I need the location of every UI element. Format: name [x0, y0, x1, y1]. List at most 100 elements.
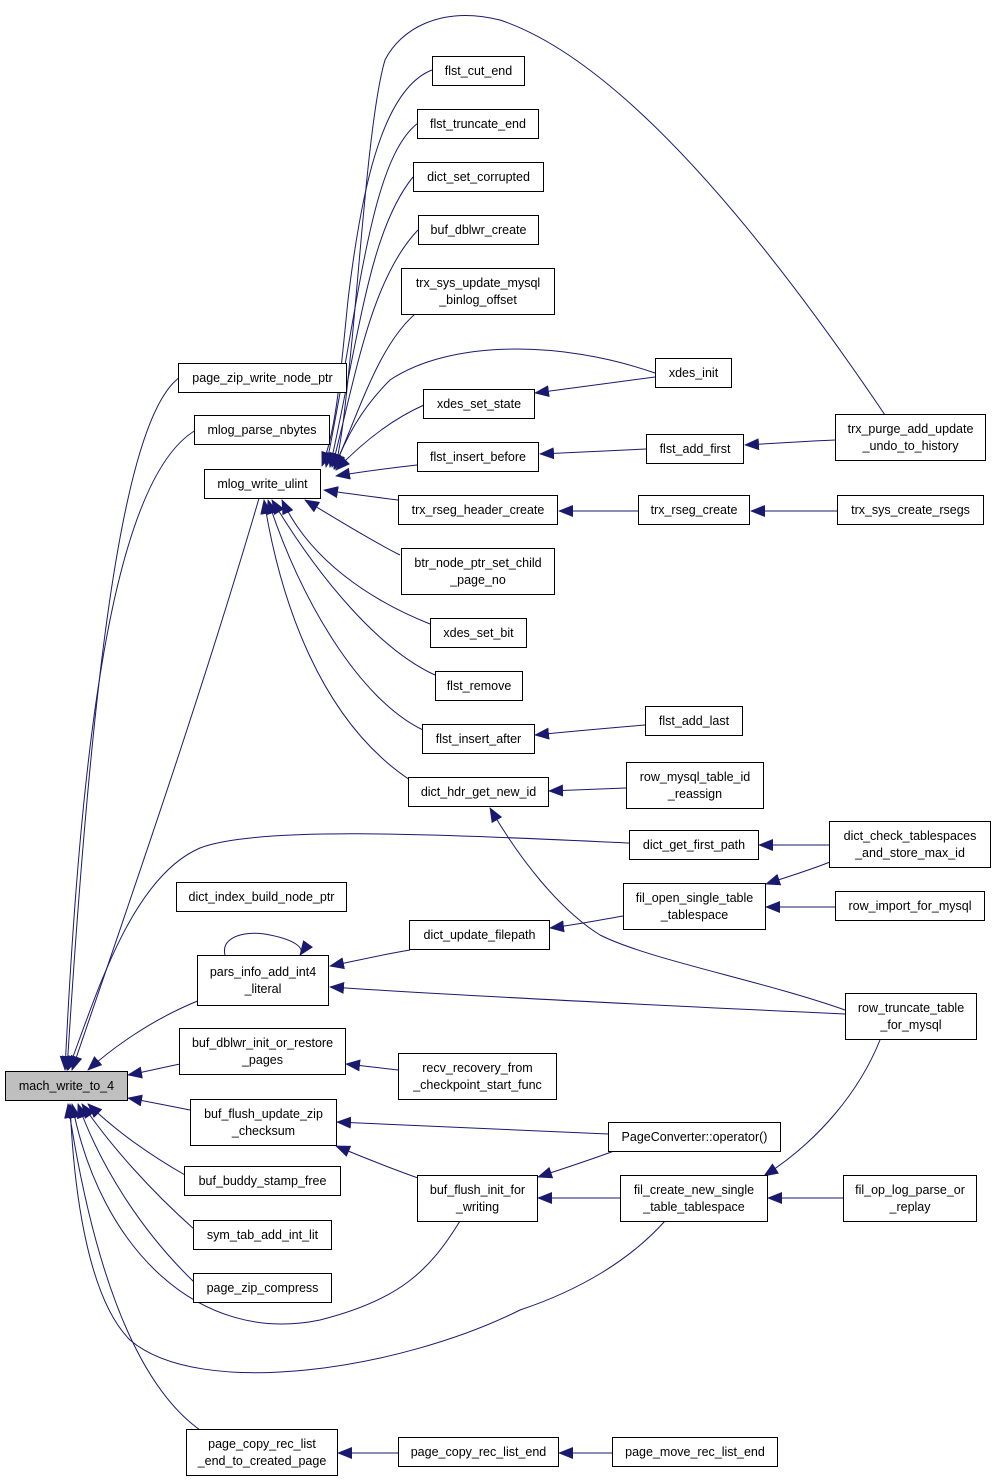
node-flst_add_last[interactable]: flst_add_last: [645, 706, 743, 736]
node-sym_tab_add_int_lit[interactable]: sym_tab_add_int_lit: [193, 1220, 332, 1250]
node-label-line2: _literal: [244, 981, 282, 996]
edge-recv_recovery-to-buf_dblwr_init: [345, 1059, 399, 1072]
node-label: dict_set_corrupted: [427, 169, 530, 184]
edge-flst_remove: [271, 499, 436, 676]
node-row_import_for_mysql[interactable]: row_import_for_mysql: [835, 891, 985, 921]
node-label: row_import_for_mysql: [848, 898, 972, 913]
edge-buf_dblwr_create: [329, 229, 419, 468]
node-page_move_rec_list_end[interactable]: page_move_rec_list_end: [612, 1437, 778, 1467]
node-dict_check_tablespaces[interactable]: dict_check_tablespaces_and_store_max_id: [829, 821, 991, 868]
edge-buf_flush_init_for: [68, 1103, 461, 1325]
node-label: PageConverter::operator(): [621, 1129, 768, 1144]
edge-mlog_parse_nbytes: [59, 429, 197, 1071]
node-flst_truncate_end[interactable]: flst_truncate_end: [417, 109, 539, 139]
node-pars_info_add_int4[interactable]: pars_info_add_int4 _literal: [197, 955, 329, 1006]
node-row_mysql_table_id[interactable]: row_mysql_table_id_reassign: [626, 762, 764, 809]
node-xdes_init[interactable]: xdes_init: [655, 358, 732, 388]
node-label: trx_rseg_create: [650, 502, 738, 517]
node-buf_dblwr_init_or_restore[interactable]: buf_dblwr_init_or_restore_pages: [179, 1028, 346, 1075]
edge-row_truncate-to-dict_hdr: [489, 807, 846, 1011]
node-page_converter_operator[interactable]: PageConverter::operator(): [608, 1122, 781, 1152]
node-label: flst_add_last: [658, 713, 730, 728]
edge-fil_create_new_single: [64, 1103, 666, 1374]
node-dict_update_filepath[interactable]: dict_update_filepath: [409, 920, 550, 950]
node-buf_flush_update_zip[interactable]: buf_flush_update_zip_checksum: [190, 1099, 337, 1146]
edge-flst_insert_after: [266, 499, 424, 731]
node-label: buf_dblwr_create: [430, 222, 527, 237]
node-trx_purge_add_update[interactable]: trx_purge_add_update_undo_to_history: [835, 414, 986, 461]
node-trx_rseg_create[interactable]: trx_rseg_create: [638, 495, 750, 525]
edge-xdes_set_state: [335, 404, 425, 471]
node-label: dict_get_first_path: [642, 837, 746, 852]
node-trx_sys_update_mysql[interactable]: trx_sys_update_mysql_binlog_offset: [401, 268, 555, 315]
node-label: page_zip_write_node_ptr: [192, 370, 333, 385]
edge-buf_buddy_stamp_free: [87, 1103, 186, 1176]
node-btr_node_ptr_set_child[interactable]: btr_node_ptr_set_child_page_no: [401, 548, 555, 595]
node-page_zip_write_node_ptr[interactable]: page_zip_write_node_ptr: [178, 363, 347, 393]
node-label-line1: buf_flush_init_for: [429, 1182, 526, 1197]
node-label: xdes_set_bit: [443, 625, 514, 640]
edge-row_mysql_table_id-to-dict_hdr: [548, 784, 627, 797]
node-label: page_zip_compress: [206, 1280, 319, 1295]
node-page_copy_rec_list_end[interactable]: page_copy_rec_list_end: [398, 1437, 559, 1467]
node-label-line1: buf_flush_update_zip: [204, 1106, 323, 1121]
node-fil_open_single_table[interactable]: fil_open_single_table_tablespace: [623, 883, 766, 930]
node-page_zip_compress[interactable]: page_zip_compress: [193, 1273, 332, 1303]
node-label-line1: btr_node_ptr_set_child: [414, 555, 542, 570]
node-label: flst_insert_before: [430, 449, 526, 464]
node-buf_buddy_stamp_free[interactable]: buf_buddy_stamp_free: [184, 1166, 341, 1196]
node-page_copy_rec_list_end_to[interactable]: page_copy_rec_list_end_to_created_page: [186, 1429, 338, 1476]
node-flst_insert_before[interactable]: flst_insert_before: [417, 442, 539, 472]
node-fil_op_log_parse_or[interactable]: fil_op_log_parse_or_replay: [843, 1175, 977, 1222]
node-row_truncate_table[interactable]: row_truncate_table_for_mysql: [845, 993, 977, 1040]
node-dict_index_build_node_ptr[interactable]: dict_index_build_node_ptr: [176, 882, 347, 912]
edge-pars_info_add_int4: [87, 999, 201, 1071]
node-flst_add_first[interactable]: flst_add_first: [646, 434, 744, 464]
node-label-line2: _tablespace: [660, 907, 729, 922]
node-flst_remove[interactable]: flst_remove: [435, 671, 523, 701]
node-flst_cut_end[interactable]: flst_cut_end: [432, 56, 525, 86]
node-dict_hdr_get_new_id[interactable]: dict_hdr_get_new_id: [408, 777, 549, 807]
node-buf_dblwr_create[interactable]: buf_dblwr_create: [418, 215, 539, 245]
node-label-line1: pars_info_add_int4: [209, 964, 317, 979]
node-label: mlog_parse_nbytes: [207, 422, 317, 437]
edge-mlog_write_ulint: [70, 494, 261, 1071]
node-label: page_copy_rec_list_end: [410, 1444, 547, 1459]
node-label: mach_write_to_4: [18, 1078, 115, 1093]
node-mach_write_to_4: mach_write_to_4: [5, 1071, 128, 1101]
node-label: trx_sys_create_rsegs: [851, 502, 970, 517]
node-recv_recovery_from[interactable]: recv_recovery_from_checkpoint_start_func: [398, 1053, 557, 1100]
node-label: dict_hdr_get_new_id: [420, 784, 537, 799]
edge-page_copy_rec_list_end_to: [64, 1103, 201, 1431]
node-label: page_move_rec_list_end: [625, 1444, 765, 1459]
node-flst_insert_after[interactable]: flst_insert_after: [422, 724, 535, 754]
node-buf_flush_init_for[interactable]: buf_flush_init_for_writing: [417, 1175, 538, 1222]
node-label: flst_cut_end: [444, 63, 513, 78]
node-mlog_parse_nbytes[interactable]: mlog_parse_nbytes: [194, 415, 330, 445]
node-fil_create_new_single[interactable]: fil_create_new_single_table_tablespace: [620, 1175, 768, 1222]
node-label-line2: _for_mysql: [880, 1017, 942, 1032]
node-dict_get_first_path[interactable]: dict_get_first_path: [629, 830, 759, 860]
node-label-line2: _pages: [241, 1052, 283, 1067]
node-label: sym_tab_add_int_lit: [206, 1227, 319, 1242]
node-dict_set_corrupted[interactable]: dict_set_corrupted: [413, 162, 544, 192]
node-label-line2: _table_tablespace: [643, 1199, 745, 1214]
node-xdes_set_state[interactable]: xdes_set_state: [423, 389, 535, 419]
node-mlog_write_ulint[interactable]: mlog_write_ulint: [204, 469, 321, 499]
node-label-line1: recv_recovery_from: [422, 1060, 533, 1075]
node-label: dict_index_build_node_ptr: [188, 889, 335, 904]
edge-page_zip_write_node_ptr: [61, 376, 181, 1071]
node-xdes_set_bit[interactable]: xdes_set_bit: [430, 618, 527, 648]
edge-trx_purge_add_update: [332, 15, 886, 470]
edge-dict_set_corrupted: [327, 176, 414, 468]
node-label-line1: trx_purge_add_update: [847, 421, 974, 436]
edge-xdes_init: [333, 348, 656, 470]
node-label: flst_add_first: [659, 441, 731, 456]
node-label-line1: row_mysql_table_id: [639, 769, 751, 784]
node-label: flst_insert_after: [435, 731, 522, 746]
node-trx_sys_create_rsegs[interactable]: trx_sys_create_rsegs: [837, 495, 984, 525]
edge-flst_add_last-to-flst_insert_after: [534, 724, 646, 740]
node-trx_rseg_header_create[interactable]: trx_rseg_header_create: [398, 495, 558, 525]
